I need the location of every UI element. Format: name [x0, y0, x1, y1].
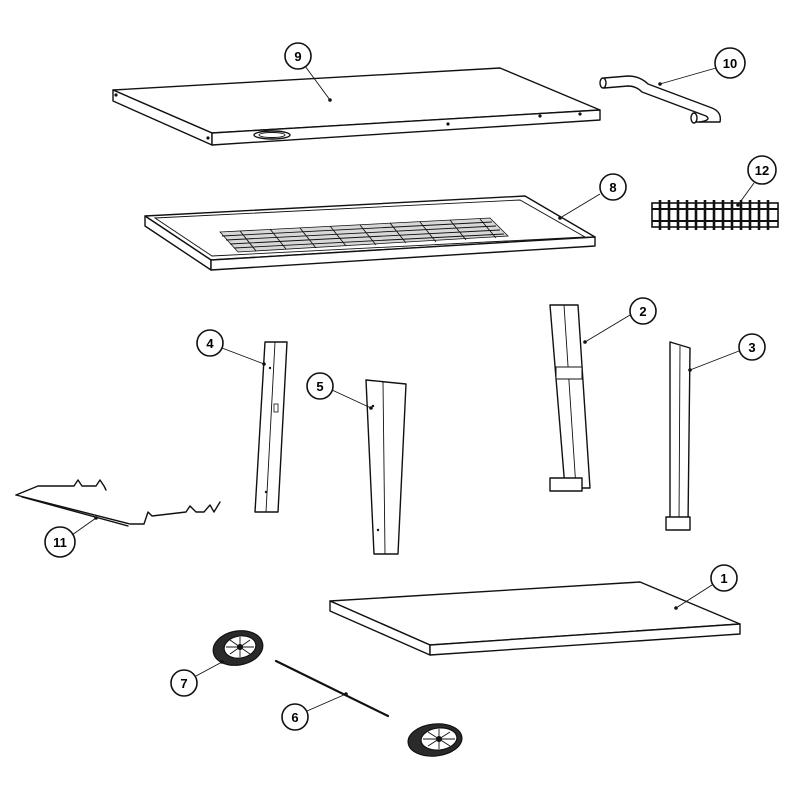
callout-12: 12: [736, 155, 777, 207]
callout-5: 5: [306, 372, 373, 410]
side-handle: [599, 75, 722, 124]
callout-label-7: 7: [180, 676, 187, 691]
callout-8: 8: [558, 173, 627, 220]
leg-front-right: [365, 379, 407, 555]
callout-1: 1: [674, 564, 738, 610]
wheel-left: [212, 630, 264, 666]
callout-9: 9: [284, 42, 332, 102]
callout-6: 6: [281, 692, 348, 731]
callout-2: 2: [583, 297, 657, 344]
axle-rod: [274, 659, 390, 718]
callout-4: 4: [196, 329, 266, 366]
mesh-grate: [219, 217, 509, 253]
callout-3: 3: [688, 333, 766, 372]
callout-label-9: 9: [294, 49, 301, 64]
callout-label-11: 11: [53, 535, 67, 550]
wheel-right: [407, 723, 463, 757]
callout-label-4: 4: [206, 336, 214, 351]
callout-label-3: 3: [748, 340, 755, 355]
leg-rear-left: [549, 304, 591, 492]
callout-7: 7: [170, 660, 224, 697]
callout-label-5: 5: [316, 379, 323, 394]
callout-label-8: 8: [609, 180, 616, 195]
callout-label-6: 6: [291, 710, 298, 725]
callout-label-2: 2: [639, 304, 646, 319]
grated-shelf: [144, 195, 596, 271]
callout-11: 11: [44, 516, 98, 558]
callout-label-12: 12: [755, 163, 769, 178]
wire-rack: [651, 200, 779, 230]
bottom-shelf: [329, 581, 741, 656]
leg-front-left: [254, 341, 288, 513]
callout-label-10: 10: [723, 56, 737, 71]
top-panel: [112, 67, 601, 146]
wire-bracket: [15, 479, 221, 527]
callout-label-1: 1: [720, 571, 727, 586]
callout-10: 10: [658, 47, 746, 86]
leg-rear-right: [665, 341, 691, 531]
